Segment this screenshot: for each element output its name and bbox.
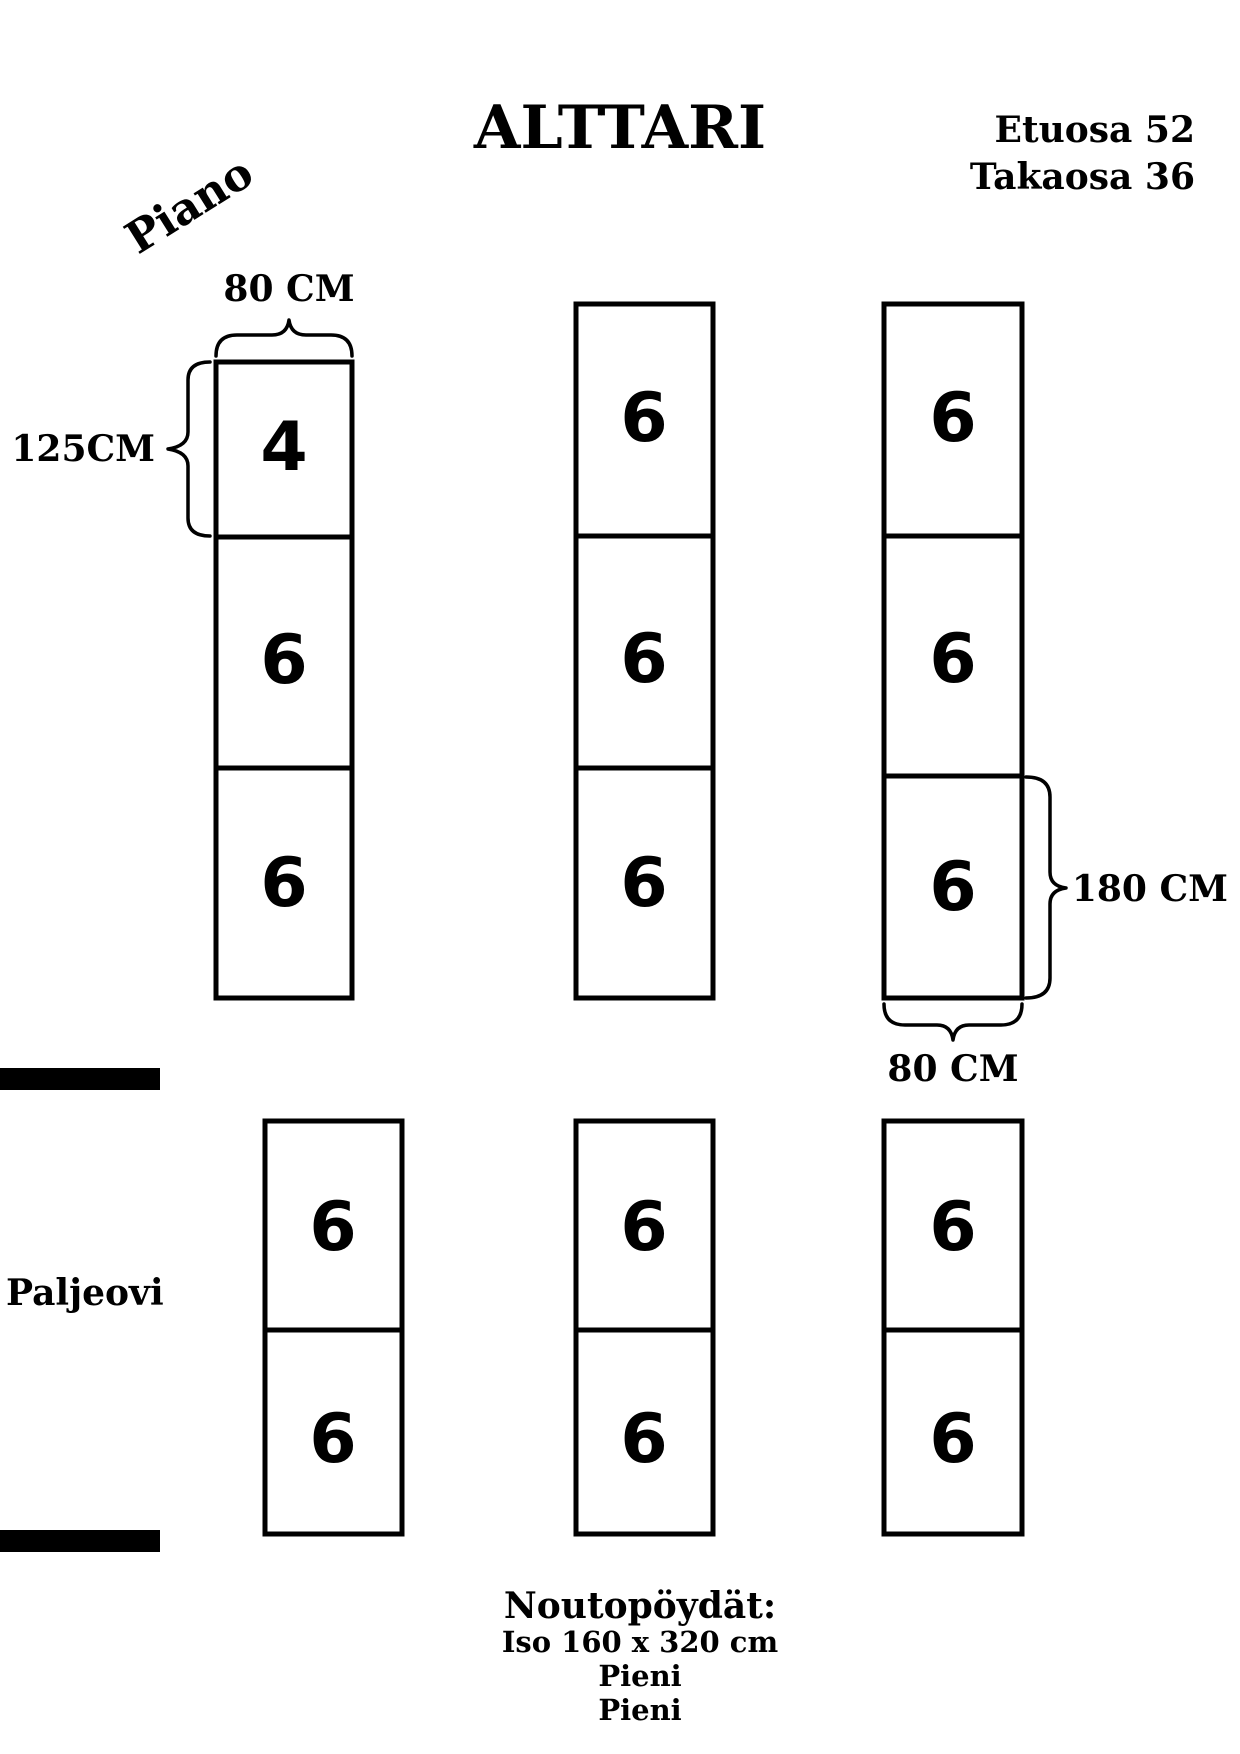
wall-mark-top: [0, 1068, 160, 1090]
seat-count: 6: [620, 844, 667, 923]
seat-count: 6: [929, 1400, 976, 1479]
right-height-label: 180 CM: [1072, 868, 1228, 910]
seat-count: 6: [309, 1400, 356, 1479]
buffet-line: Pieni: [598, 1659, 681, 1693]
bottom-width-brace: [882, 1002, 1024, 1042]
table-outline: [213, 359, 355, 1001]
front-table-column-1: 4 6 6: [213, 359, 355, 1001]
table-outline: [573, 301, 716, 1001]
back-table-column-1: 6 6: [262, 1118, 405, 1537]
seat-count: 6: [929, 1188, 976, 1267]
seat-count: 6: [929, 848, 976, 927]
seat-count: 6: [620, 1400, 667, 1479]
seat-count: 4: [260, 408, 307, 487]
seat-count: 6: [309, 1188, 356, 1267]
seat-count: 6: [260, 844, 307, 923]
buffet-line: Pieni: [598, 1693, 681, 1727]
bottom-width-label: 80 CM: [887, 1048, 1018, 1090]
buffet-heading: Noutopöydät:: [504, 1585, 776, 1627]
buffet-line: Iso 160 x 320 cm: [502, 1625, 779, 1659]
summary-back: Takaosa 36: [970, 156, 1195, 198]
back-table-column-2: 6 6: [573, 1118, 716, 1537]
back-table-column-3: 6 6: [881, 1118, 1025, 1537]
bellows-door-label: Paljeovi: [6, 1272, 164, 1314]
top-width-label: 80 CM: [223, 268, 354, 310]
page-title: ALTTARI: [473, 93, 766, 163]
seat-count: 6: [929, 620, 976, 699]
top-width-brace: [214, 318, 354, 358]
seat-count: 6: [620, 1188, 667, 1267]
piano-label: Piano: [117, 147, 262, 264]
front-table-column-2: 6 6 6: [573, 301, 716, 1001]
table-outline: [881, 301, 1025, 1001]
seat-count: 6: [620, 379, 667, 458]
seat-count: 6: [929, 379, 976, 458]
summary-front: Etuosa 52: [995, 109, 1195, 151]
buffet-note: Noutopöydät: Iso 160 x 320 cm Pieni Pien…: [502, 1585, 779, 1727]
seat-count: 6: [260, 621, 307, 700]
right-height-brace: [1024, 775, 1068, 1000]
seat-count: 6: [620, 620, 667, 699]
wall-mark-bottom: [0, 1530, 160, 1552]
front-table-column-3: 6 6 6: [881, 301, 1025, 1001]
top-height-label: 125CM: [11, 428, 155, 470]
top-height-brace: [166, 360, 212, 538]
